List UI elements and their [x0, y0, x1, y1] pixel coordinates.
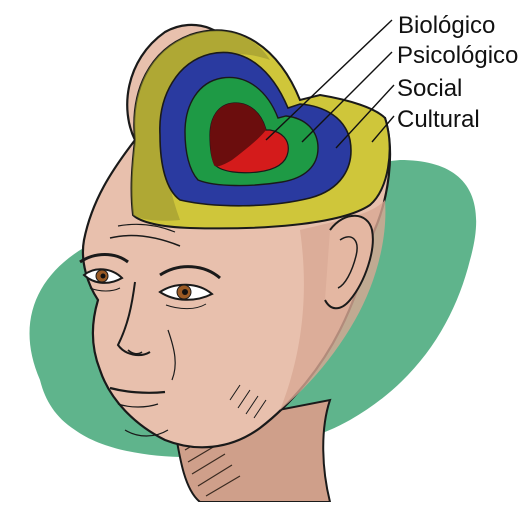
label-psicologico: Psicológico: [397, 44, 518, 68]
left-eye-pupil: [101, 274, 106, 279]
label-biologico: Biológico: [398, 14, 495, 38]
right-eye-pupil: [182, 289, 188, 295]
label-cultural: Cultural: [397, 108, 480, 132]
label-social: Social: [397, 77, 462, 101]
